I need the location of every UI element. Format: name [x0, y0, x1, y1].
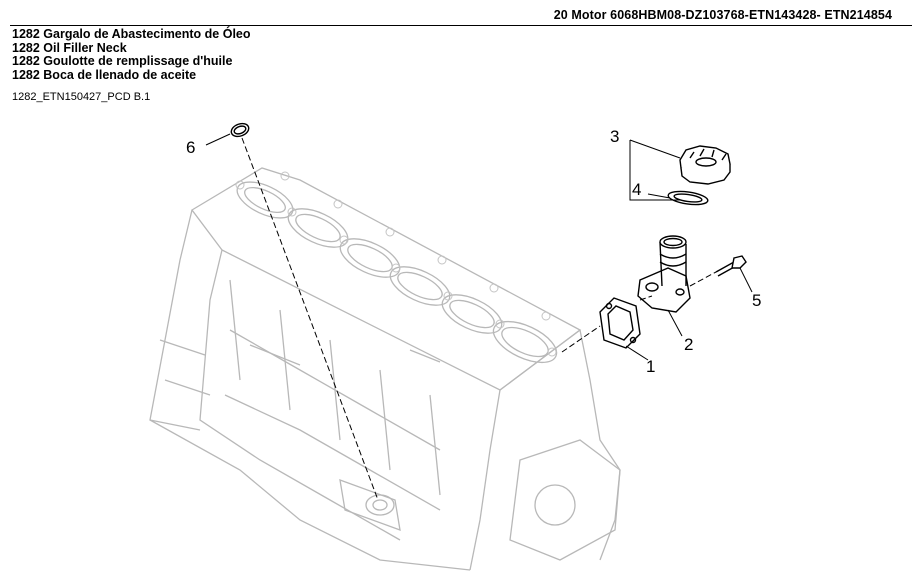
title-english: 1282 Oil Filler Neck	[12, 40, 127, 55]
callout-3: 3	[610, 127, 619, 146]
flange-gasket-part-1	[599, 297, 641, 349]
callout-2: 2	[684, 335, 693, 354]
engine-model-header: 20 Motor 6068HBM08-DZ103768-ETN143428- E…	[553, 8, 892, 22]
engine-block	[149, 167, 621, 571]
callout-5: 5	[752, 291, 761, 310]
bolt-part-5	[715, 255, 747, 277]
seal-ring-part-4	[667, 190, 709, 206]
title-portuguese: 1282 Gargalo de Abastecimento de Óleo	[12, 27, 251, 41]
figure-code: 1282_ETN150427_PCD B.1	[12, 91, 151, 103]
o-ring-part-6	[230, 122, 250, 138]
title-spanish: 1282 Boca de llenado de aceite	[12, 67, 197, 82]
leader-lines	[205, 133, 753, 361]
callout-6: 6	[186, 138, 195, 157]
filler-neck-part-2	[637, 235, 691, 313]
callout-4: 4	[632, 180, 641, 199]
callout-1: 1	[646, 357, 655, 376]
title-french: 1282 Goulotte de remplissage d'huile	[12, 54, 233, 68]
header-rule	[10, 25, 912, 26]
assembly-line-6	[241, 137, 379, 501]
part-title-block: 1282 Gargalo de Abastecimento de Óleo 12…	[12, 27, 251, 82]
assembly-line-neck	[561, 271, 717, 353]
filler-cap-part-3	[679, 145, 731, 185]
page-header: 20 Motor 6068HBM08-DZ103768-ETN143428- E…	[0, 0, 924, 24]
